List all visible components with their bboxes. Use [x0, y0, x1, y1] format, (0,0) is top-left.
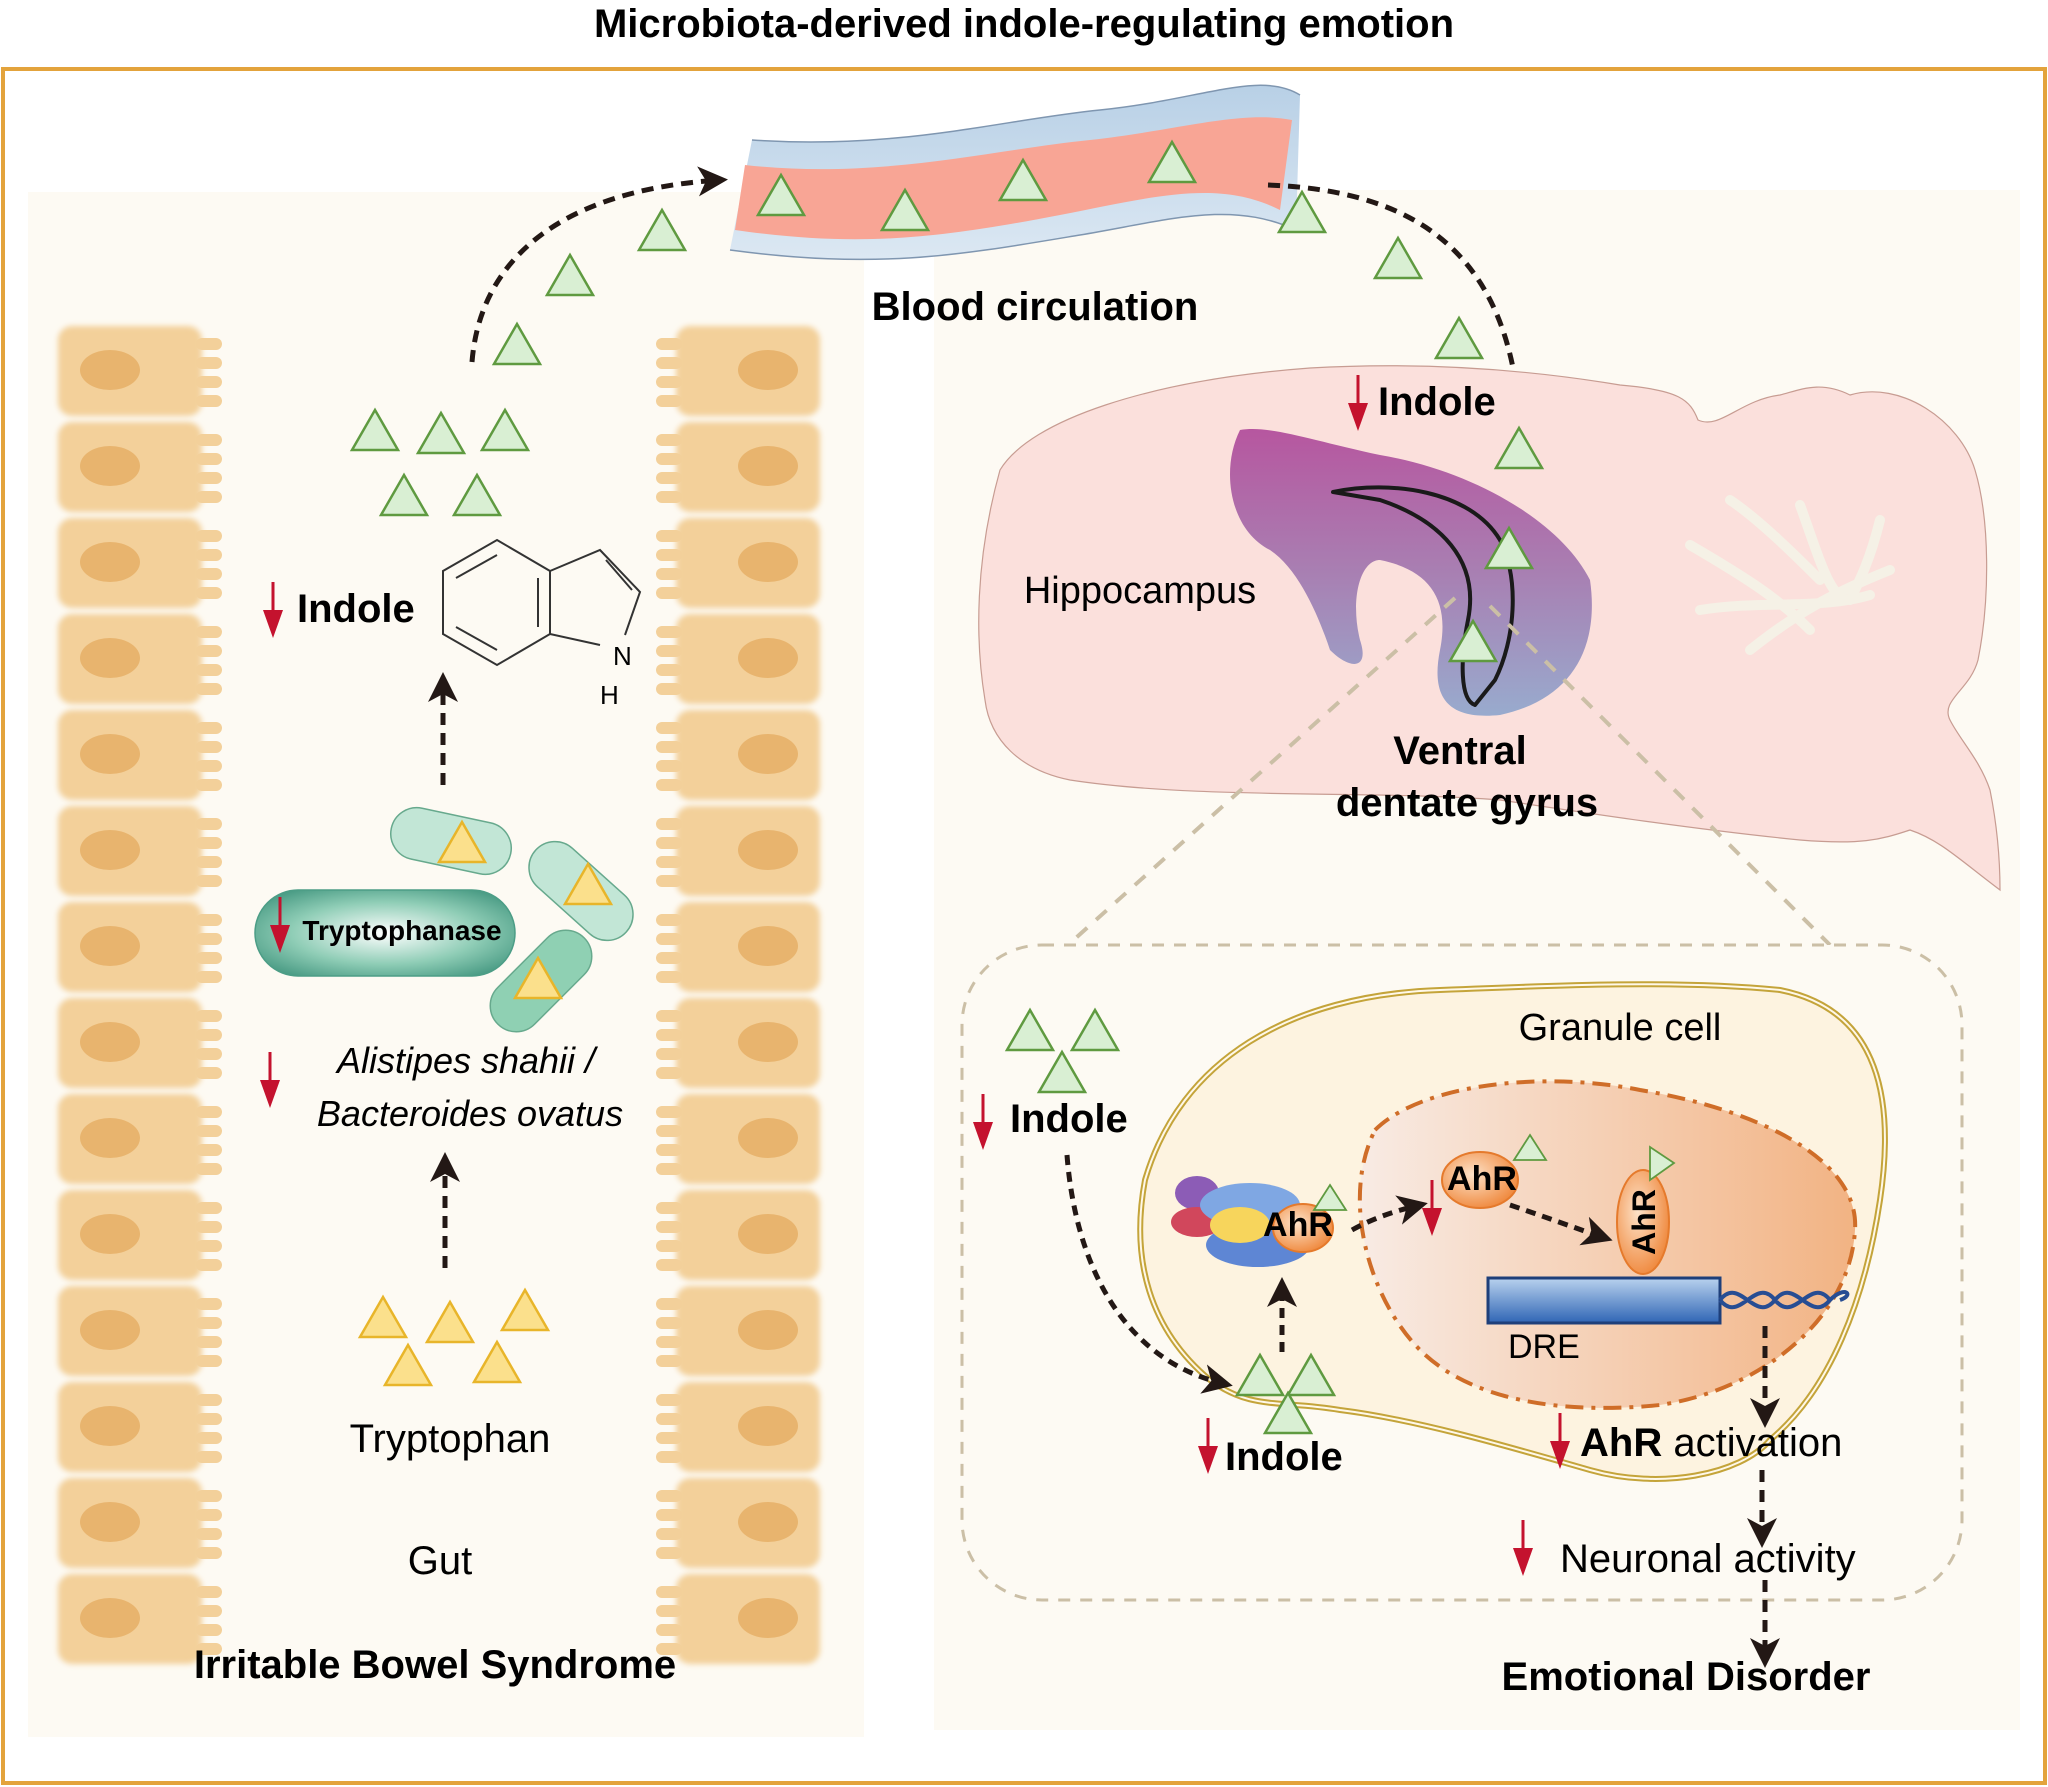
gut-epithelial-cell: [58, 710, 222, 800]
gut-indole-label: Indole: [297, 587, 415, 631]
blood-to-brain-arrow: [1267, 182, 1531, 408]
zoom-guide-right: [1488, 604, 1832, 947]
gut-epithelial-cell: [58, 1190, 222, 1280]
ahr-activation-rest: activation: [1662, 1421, 1842, 1465]
extracellular-indole-label: Indole: [1010, 1097, 1128, 1141]
ahr-translocation-arrow: [1350, 1195, 1428, 1233]
gut-label: Gut: [408, 1539, 472, 1583]
gut-epithelial-cell: [656, 1478, 820, 1568]
intracellular-indole-label: Indole: [1225, 1435, 1343, 1479]
emotional-disorder-label: Emotional Disorder: [1502, 1655, 1871, 1699]
indole-bound-icon: [1649, 1145, 1676, 1182]
indole-uptake-arrow: [1064, 1154, 1233, 1394]
gut-epithelial-cell: [58, 518, 222, 608]
gut-epithelial-cell: [58, 614, 222, 704]
gut-epithelial-cell: [656, 1286, 820, 1376]
indole-atom-n: N: [613, 641, 632, 671]
zoom-guide-left: [1066, 596, 1457, 947]
ahr-nuclear: [1441, 1151, 1519, 1209]
gut-epithelial-cell: [58, 1094, 222, 1184]
gut-epithelial-cell: [58, 998, 222, 1088]
ahr-activation-label: AhR activation: [1580, 1421, 1842, 1465]
gut-epithelium-left: [58, 326, 222, 1664]
gut-epithelial-cell: [656, 518, 820, 608]
gut-epithelial-cell: [58, 326, 222, 416]
hippocampus: [1230, 429, 1592, 716]
dre-element: [1486, 1276, 1722, 1325]
granule-cell-label: Granule cell: [1519, 1007, 1722, 1049]
ahr-complex-cytoplasm: [1171, 1176, 1348, 1267]
hippocampus-label: Hippocampus: [1024, 570, 1256, 612]
bacteria-label-line1: Alistipes shahii /: [335, 1040, 599, 1081]
gut-epithelial-cell: [58, 422, 222, 512]
gut-epithelium-right: [656, 326, 820, 1664]
gut-epithelial-cell: [656, 1382, 820, 1472]
ahr-activation-bold: AhR: [1580, 1421, 1662, 1465]
gut-epithelial-cell: [58, 1382, 222, 1472]
tryptophanase-enzyme: [254, 889, 516, 977]
gut-epithelial-cell: [58, 1286, 222, 1376]
ahr-label-dna: AhR: [1626, 1189, 1662, 1255]
dre-label: DRE: [1508, 1328, 1580, 1366]
brain-indole-label: Indole: [1378, 380, 1496, 424]
gut-to-blood-arrow: [469, 166, 728, 363]
bacteria-cluster: [254, 806, 634, 1033]
gut-epithelial-cell: [656, 902, 820, 992]
gut-epithelial-cell: [58, 1478, 222, 1568]
gut-epithelial-cell: [58, 1574, 222, 1664]
gut-epithelial-cell: [656, 998, 820, 1088]
disease-label-ibs: Irritable Bowel Syndrome: [194, 1643, 676, 1687]
dna-helix-icon: [1718, 1290, 1850, 1310]
indole-bound-icon: [1512, 1133, 1548, 1161]
bacteria-label-line2: Bacteroides ovatus: [317, 1093, 623, 1134]
ahr-to-dre-arrow: [1509, 1202, 1613, 1246]
gut-epithelial-cell: [656, 1574, 820, 1664]
gut-epithelial-cell: [656, 806, 820, 896]
ahr-dna-bound: [1616, 1169, 1670, 1275]
figure-title: Microbiota-derived indole-regulating emo…: [593, 2, 1455, 46]
neuronal-activity-label: Neuronal activity: [1560, 1537, 1856, 1581]
gut-epithelial-cell: [58, 806, 222, 896]
gut-epithelial-cell: [656, 422, 820, 512]
region-label-line2: dentate gyrus: [1336, 781, 1598, 825]
gut-epithelial-cell: [656, 710, 820, 800]
tryptophanase-label: Tryptophanase: [302, 915, 501, 946]
gut-epithelial-cell: [656, 1190, 820, 1280]
tryptophan-label: Tryptophan: [350, 1417, 551, 1461]
gut-epithelial-cell: [656, 614, 820, 704]
blood-circulation-label: Blood circulation: [872, 285, 1199, 329]
gut-epithelial-cell: [656, 326, 820, 416]
indole-atom-h: H: [600, 680, 619, 710]
gut-epithelial-cell: [58, 902, 222, 992]
cerebellum-arbor: [1685, 495, 1895, 655]
gut-epithelial-cell: [656, 1094, 820, 1184]
ahr-label-nuclear: AhR: [1447, 1160, 1517, 1198]
ahr-label-cytoplasm: AhR: [1263, 1206, 1333, 1244]
indole-structure-icon: [442, 538, 642, 667]
region-label-line1: Ventral: [1393, 729, 1526, 773]
